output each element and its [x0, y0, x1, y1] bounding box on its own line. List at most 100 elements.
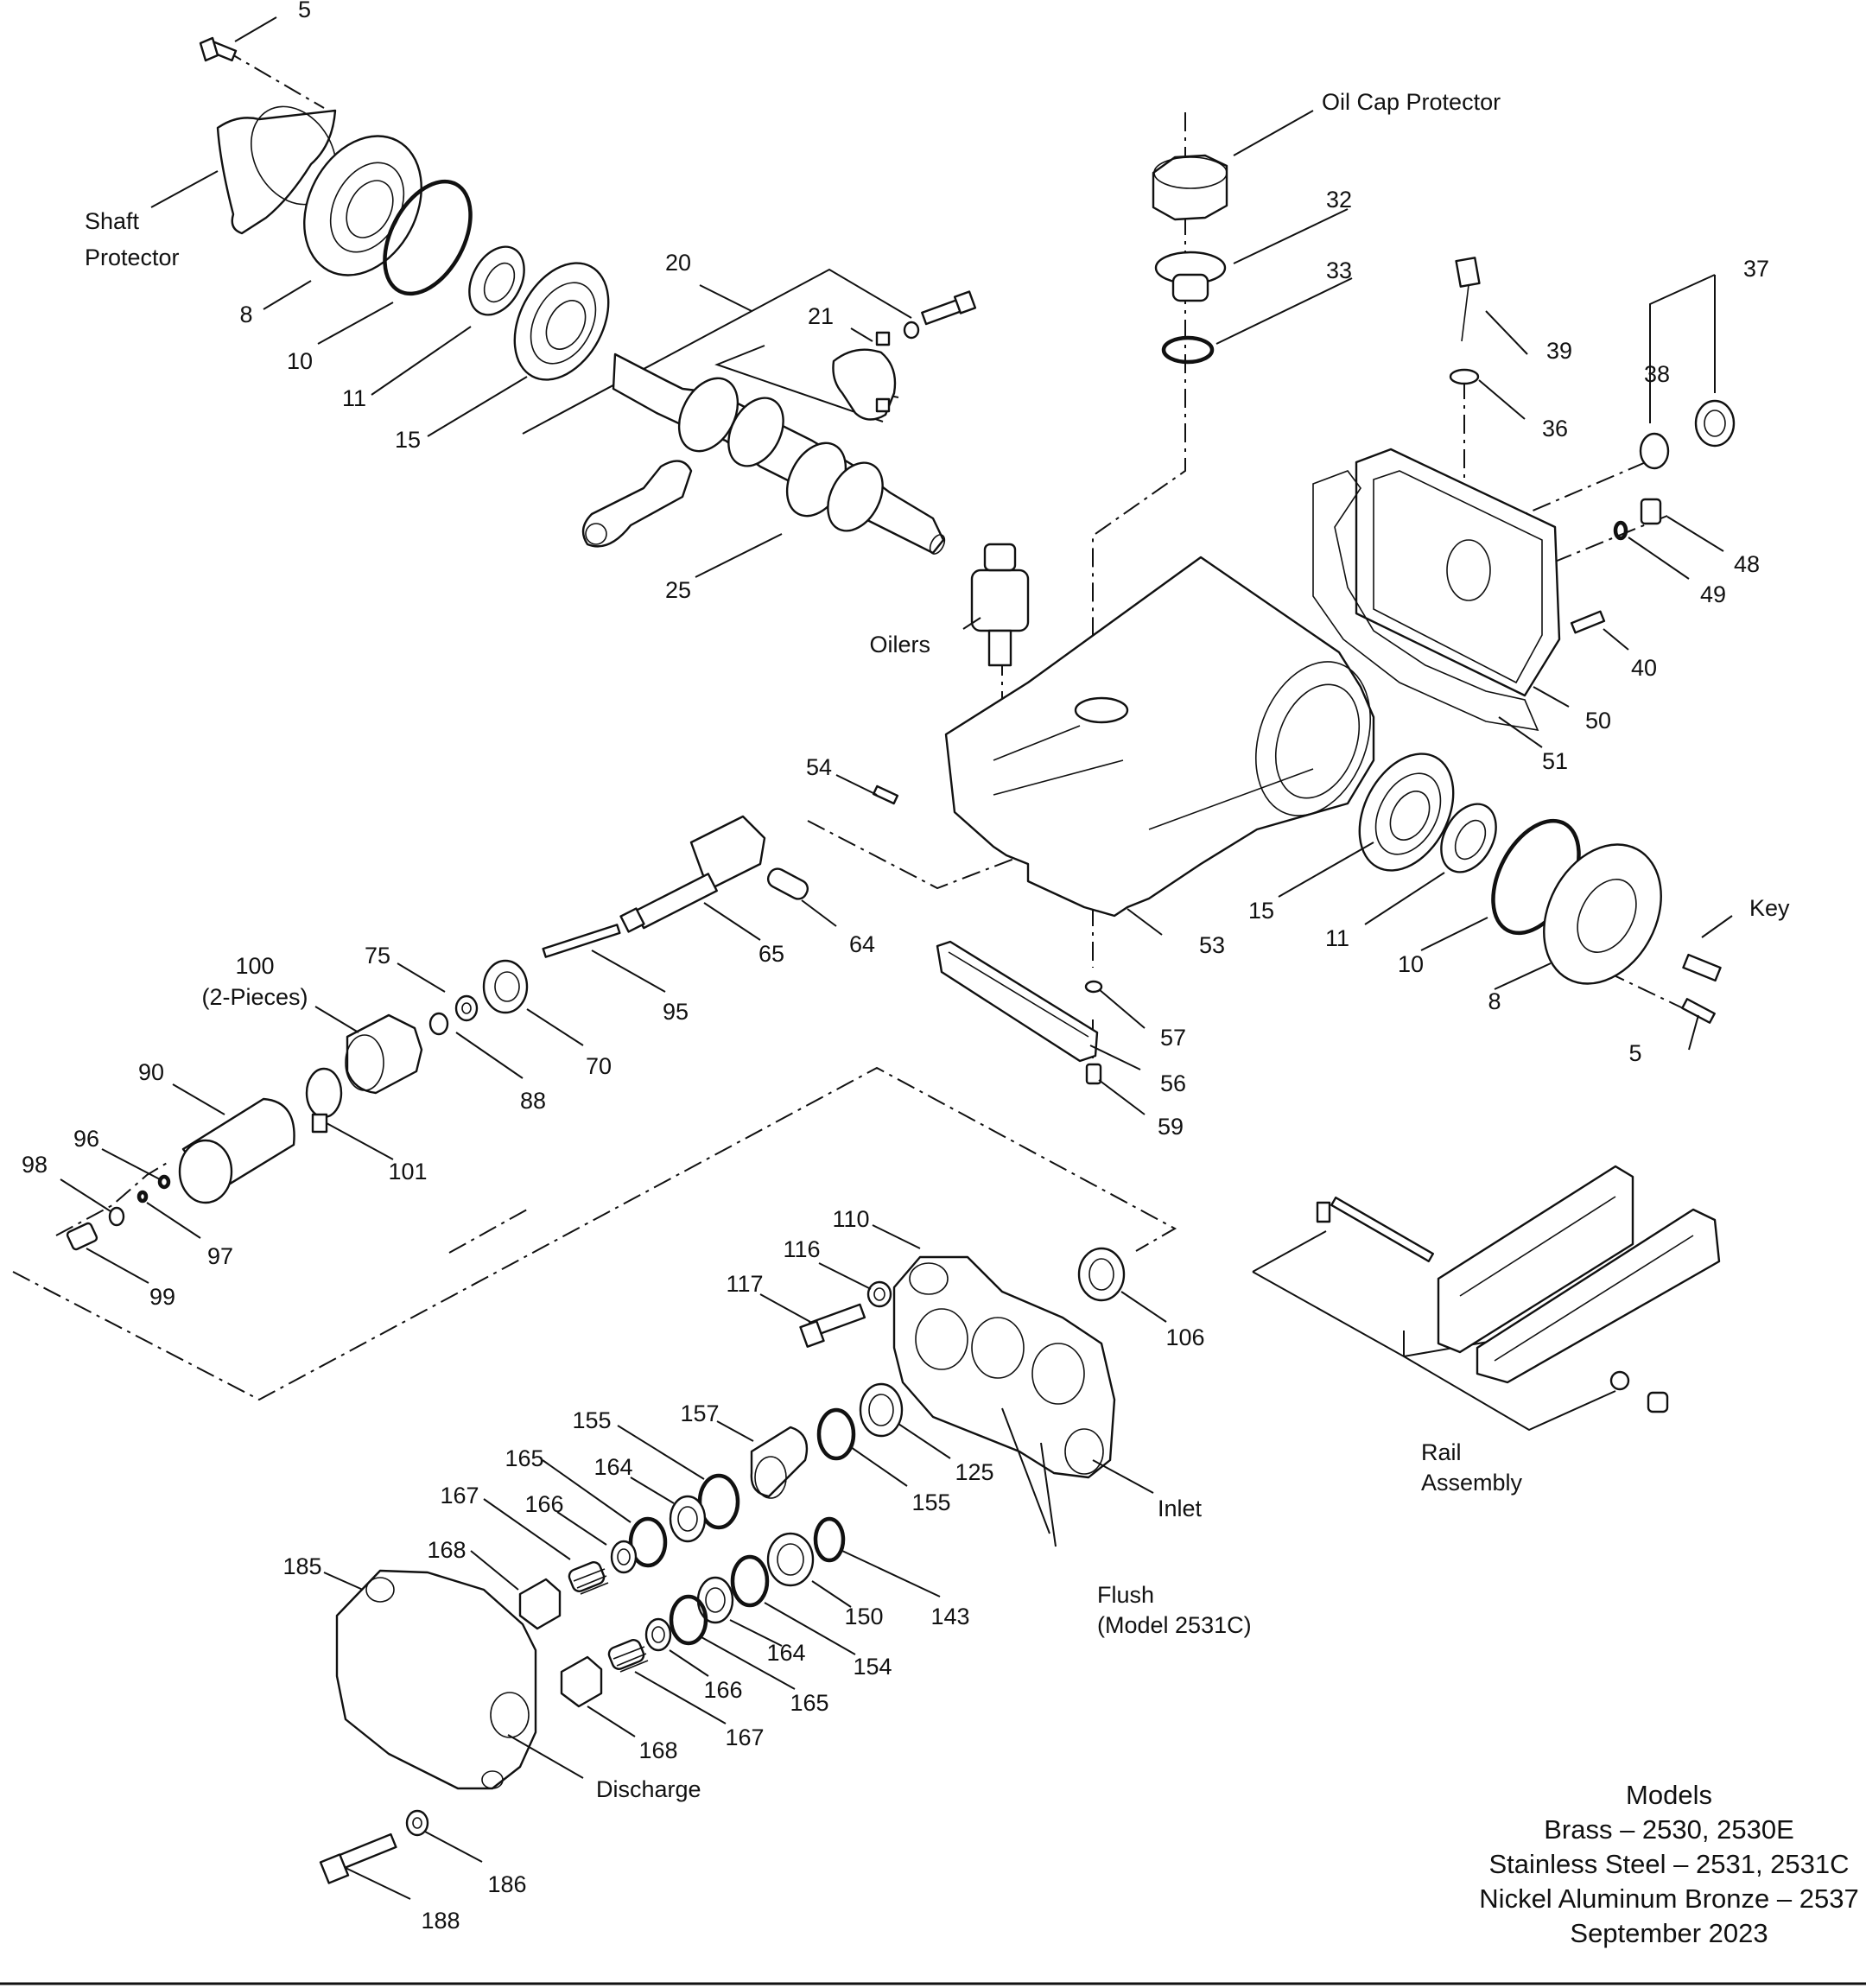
callout-98: 98 — [22, 1152, 48, 1178]
washer-98-part — [108, 1206, 125, 1227]
bolt-20-part — [903, 290, 977, 340]
retainer-168-bot-part — [560, 1655, 603, 1708]
callout-labels: 5 Shaft Protector 8 10 11 15 20 21 25 Oi… — [22, 0, 1790, 1934]
bolt-117-part — [799, 1303, 866, 1348]
oring-10-top-part — [383, 179, 473, 296]
callout-167-top: 167 — [440, 1483, 479, 1508]
callout-37: 37 — [1743, 256, 1769, 282]
callout-185: 185 — [282, 1553, 321, 1579]
callout-10-right: 10 — [1398, 951, 1424, 977]
callout-65: 65 — [758, 941, 784, 967]
oring-155-mid-part — [816, 1407, 856, 1461]
oring-165-bot-part — [669, 1594, 708, 1646]
callout-48: 48 — [1734, 551, 1760, 577]
callout-157: 157 — [680, 1400, 719, 1426]
callout-54: 54 — [806, 754, 832, 780]
seal-125-part — [859, 1382, 904, 1438]
callout-116: 116 — [783, 1236, 820, 1262]
oil-cap-32-part — [1154, 251, 1227, 302]
callout-154: 154 — [853, 1654, 892, 1680]
washer-36-part — [1449, 368, 1480, 385]
callout-53: 53 — [1199, 932, 1225, 958]
callout-100-line2: (2-Pieces) — [201, 984, 308, 1010]
bracket-leaders — [522, 268, 1716, 1432]
models-title: Models — [1626, 1780, 1712, 1810]
oring-165-top-part — [628, 1516, 668, 1568]
bolt-188-part — [319, 1832, 397, 1884]
bearing-15-right-part — [1358, 753, 1455, 872]
callout-75: 75 — [365, 943, 390, 969]
seat-164-top-part — [669, 1495, 707, 1543]
callout-shaft-protector-line1: Shaft — [85, 208, 140, 234]
seal-150-part — [766, 1532, 815, 1587]
callout-88: 88 — [520, 1088, 546, 1114]
oil-pan-56-part — [936, 940, 1099, 1063]
valve-157-part — [750, 1426, 809, 1499]
callout-168-bot: 168 — [638, 1737, 677, 1763]
bolt-5-right-part — [1681, 998, 1716, 1024]
gasket-51-part — [1312, 470, 1539, 732]
pin-64-part — [766, 867, 809, 900]
pin-54-part — [872, 784, 899, 805]
plug-99-part — [66, 1222, 98, 1251]
callout-21: 21 — [808, 303, 834, 329]
dipstick-39-part — [1455, 257, 1481, 342]
seat-164-bot-part — [696, 1576, 734, 1624]
callout-25: 25 — [665, 577, 691, 603]
callout-99: 99 — [149, 1284, 175, 1310]
callout-key: Key — [1749, 895, 1790, 921]
callout-143: 143 — [930, 1604, 969, 1629]
seal-106-part — [1077, 1247, 1126, 1302]
flange-8-right-part — [1543, 843, 1662, 985]
callout-38: 38 — [1644, 361, 1670, 387]
callout-165-top: 165 — [505, 1445, 543, 1471]
manifold-110-part — [892, 1255, 1116, 1479]
callout-8-right: 8 — [1488, 988, 1501, 1014]
callout-36: 36 — [1542, 416, 1568, 441]
stud-95-part — [542, 924, 621, 958]
models-date: September 2023 — [1570, 1918, 1768, 1948]
callout-rail-line2: Assembly — [1421, 1470, 1523, 1496]
callout-oil-cap-protector: Oil Cap Protector — [1322, 89, 1501, 115]
callout-70: 70 — [586, 1053, 612, 1079]
callout-186: 186 — [487, 1871, 526, 1897]
callout-flush-line2: (Model 2531C) — [1097, 1612, 1252, 1638]
oil-cap-protector-part — [1152, 154, 1228, 221]
models-line-stainless: Stainless Steel – 2531, 2531C — [1488, 1849, 1849, 1879]
callout-39: 39 — [1546, 338, 1572, 364]
rod-cap-21-part — [832, 331, 897, 421]
connecting-rod-part — [581, 460, 693, 548]
oring-143-part — [813, 1516, 846, 1563]
callout-168-top: 168 — [427, 1537, 466, 1563]
callout-shaft-protector-line2: Protector — [85, 245, 180, 270]
callout-90: 90 — [138, 1059, 164, 1085]
bolt-5-top-part — [199, 36, 238, 62]
callout-164-bot: 164 — [766, 1640, 805, 1666]
washer-88-part — [428, 1012, 449, 1036]
crankcase-53-part — [944, 556, 1375, 918]
callout-10-top: 10 — [287, 348, 313, 374]
callout-discharge: Discharge — [596, 1776, 701, 1802]
callout-59: 59 — [1158, 1114, 1184, 1140]
callout-155-mid: 155 — [911, 1489, 950, 1515]
spring-167-bot-part — [607, 1639, 649, 1673]
callout-40: 40 — [1631, 655, 1657, 681]
callout-32: 32 — [1326, 187, 1352, 213]
callout-33: 33 — [1326, 257, 1352, 283]
seal-11-top-part — [468, 245, 525, 316]
callout-49: 49 — [1700, 581, 1726, 607]
callout-97: 97 — [207, 1243, 233, 1269]
callout-11-top: 11 — [342, 385, 366, 411]
callout-100-line1: 100 — [235, 953, 274, 979]
callout-110: 110 — [832, 1206, 869, 1232]
clip-101-part — [305, 1067, 343, 1134]
assembly-dash-lines — [12, 49, 1698, 1401]
callout-117: 117 — [726, 1271, 763, 1297]
discharge-manifold-185-part — [335, 1569, 537, 1790]
seal-70-part — [482, 959, 529, 1014]
callout-57: 57 — [1160, 1025, 1186, 1051]
rail-assembly-part — [1316, 1165, 1721, 1413]
callout-165-bot: 165 — [790, 1690, 828, 1716]
seal-166-top-part — [610, 1540, 638, 1574]
